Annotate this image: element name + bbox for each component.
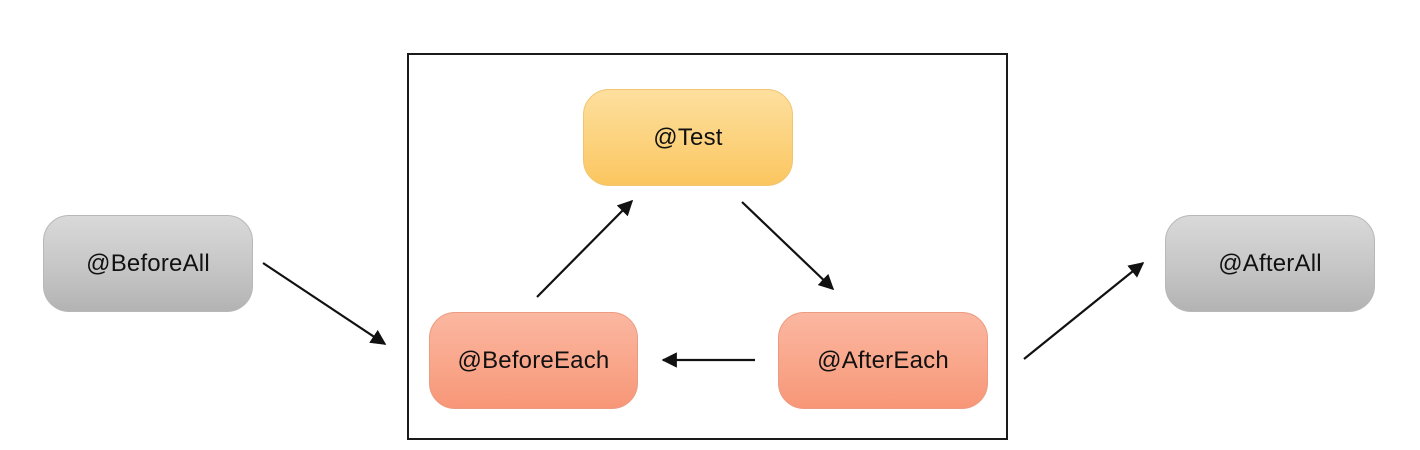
after-all-label: @AfterAll <box>1218 249 1322 277</box>
before-each-node: @BeforeEach <box>429 312 638 409</box>
before-each-label: @BeforeEach <box>457 346 610 374</box>
before-all-node: @BeforeAll <box>43 215 253 312</box>
after-each-node: @AfterEach <box>778 312 988 409</box>
test-label: @Test <box>653 123 723 151</box>
edge-beforeall-to-beforeeach <box>262 262 387 345</box>
before-all-label: @BeforeAll <box>86 249 210 277</box>
test-node: @Test <box>583 89 793 186</box>
after-each-label: @AfterEach <box>817 346 949 374</box>
edge-aftereach-to-afterall <box>1023 262 1145 360</box>
after-all-node: @AfterAll <box>1165 215 1375 312</box>
